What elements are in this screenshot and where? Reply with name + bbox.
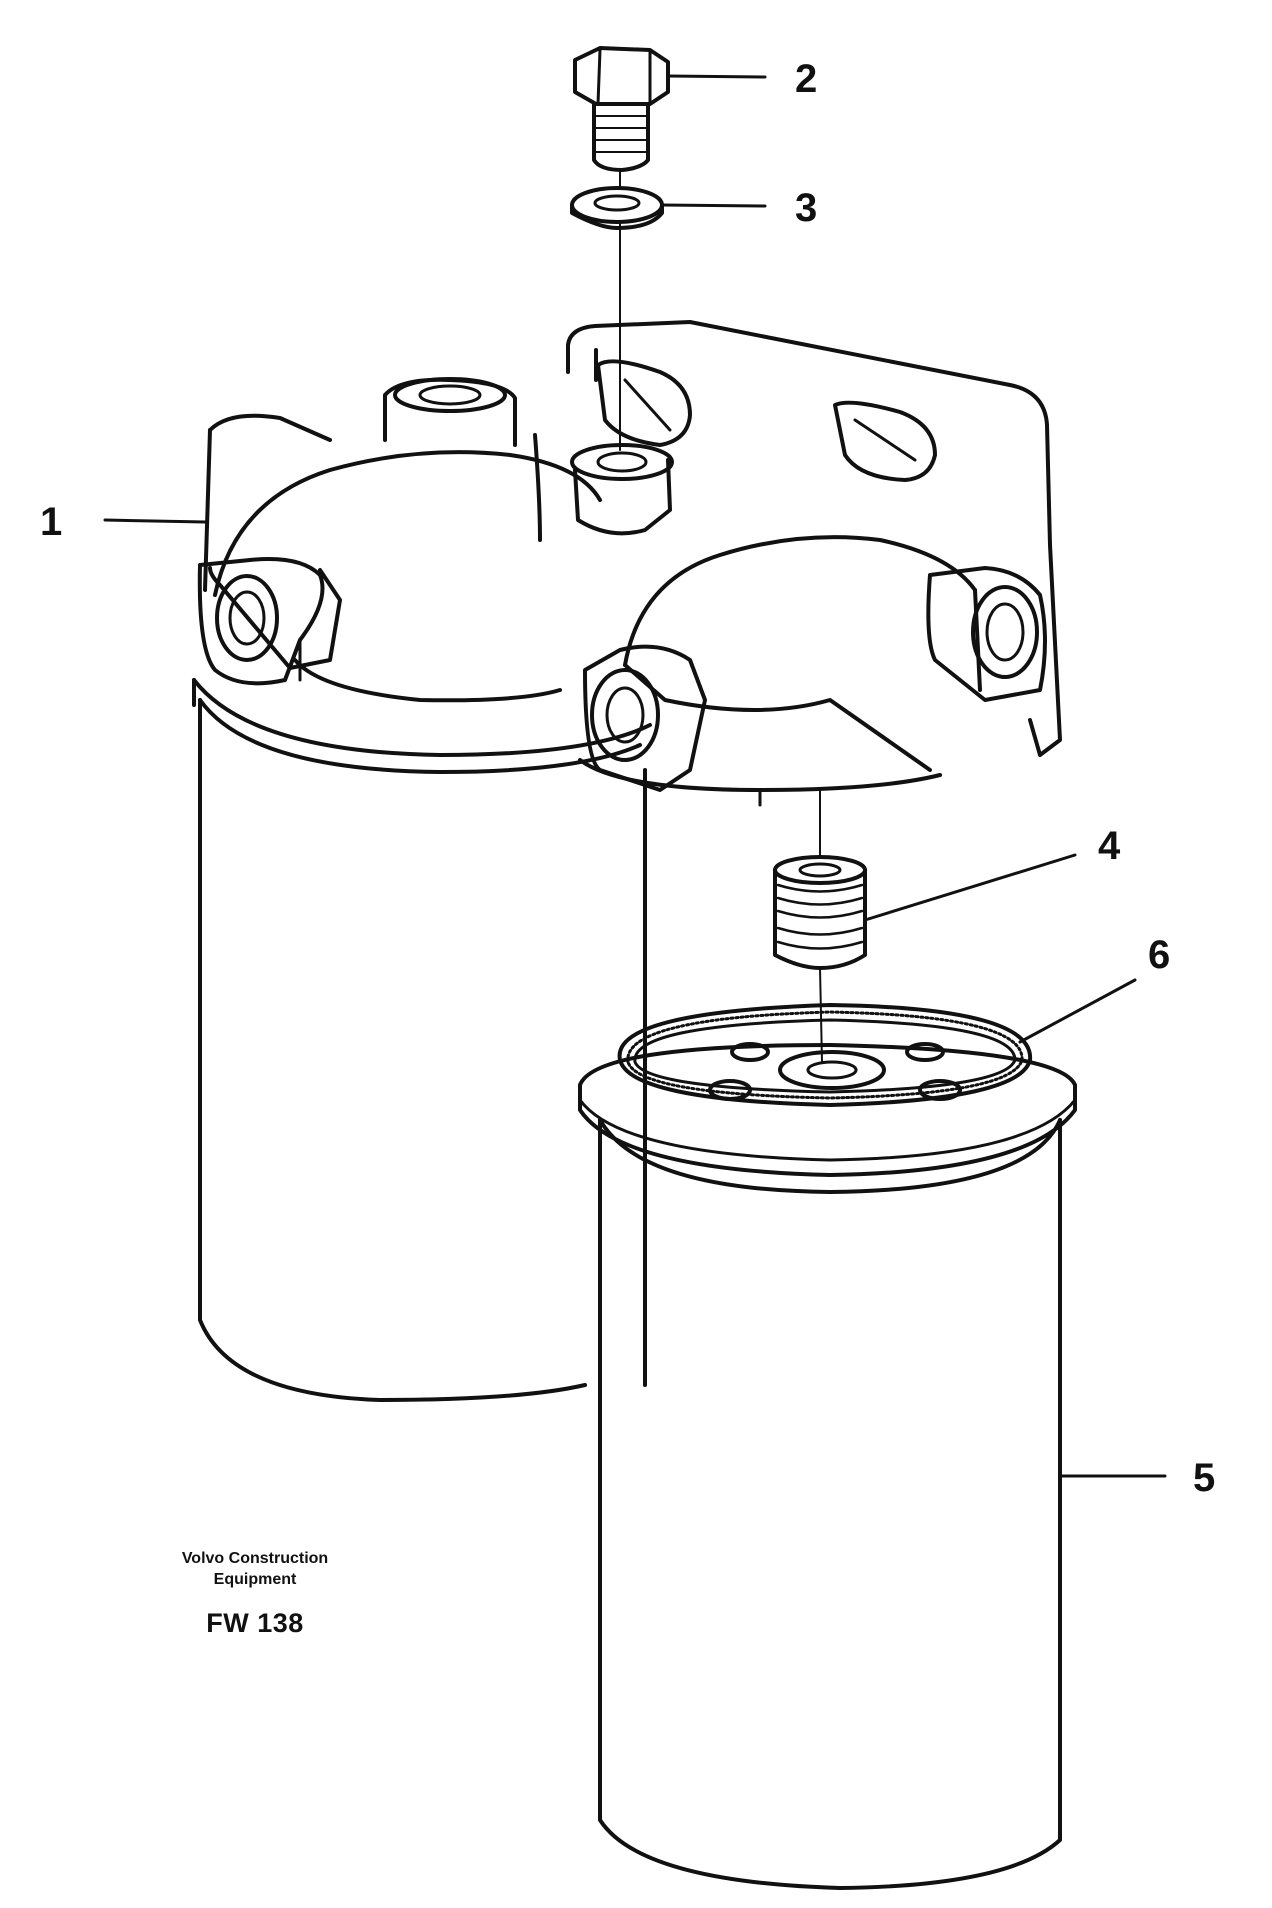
callout-2: 2: [795, 57, 818, 101]
filter-head-bracket: [197, 320, 1062, 807]
leader-line-3: [660, 203, 767, 208]
credit-line-2: Equipment: [213, 1571, 297, 1588]
threaded-nipple: [773, 855, 867, 970]
leader-line-2: [666, 74, 767, 79]
callout-4: 4: [1098, 824, 1121, 868]
sealing-washer: [570, 186, 664, 230]
assembly-axis-lines: [619, 169, 823, 1063]
leader-line-6: [1018, 978, 1137, 1044]
leader-line-4: [863, 853, 1077, 922]
callout-6: 6: [1148, 933, 1171, 977]
filter-seal-ring: [626, 1010, 1024, 1100]
callout-5: 5: [1193, 1456, 1216, 1500]
callout-3: 3: [795, 186, 818, 230]
filter-top-plate: [617, 1003, 1033, 1107]
drain-plug: [573, 46, 670, 172]
leader-line-1: [103, 518, 207, 524]
credit-line-1: Volvo Construction: [181, 1550, 329, 1567]
leader-lines: [103, 74, 1167, 1478]
callout-1: 1: [40, 500, 63, 544]
figure-code: FW 138: [206, 1608, 304, 1638]
rear-filter-canister: [192, 678, 652, 1402]
credit-block: Volvo Construction Equipment FW 138: [150, 1548, 360, 1639]
front-filter-canister: [578, 1043, 1077, 1890]
